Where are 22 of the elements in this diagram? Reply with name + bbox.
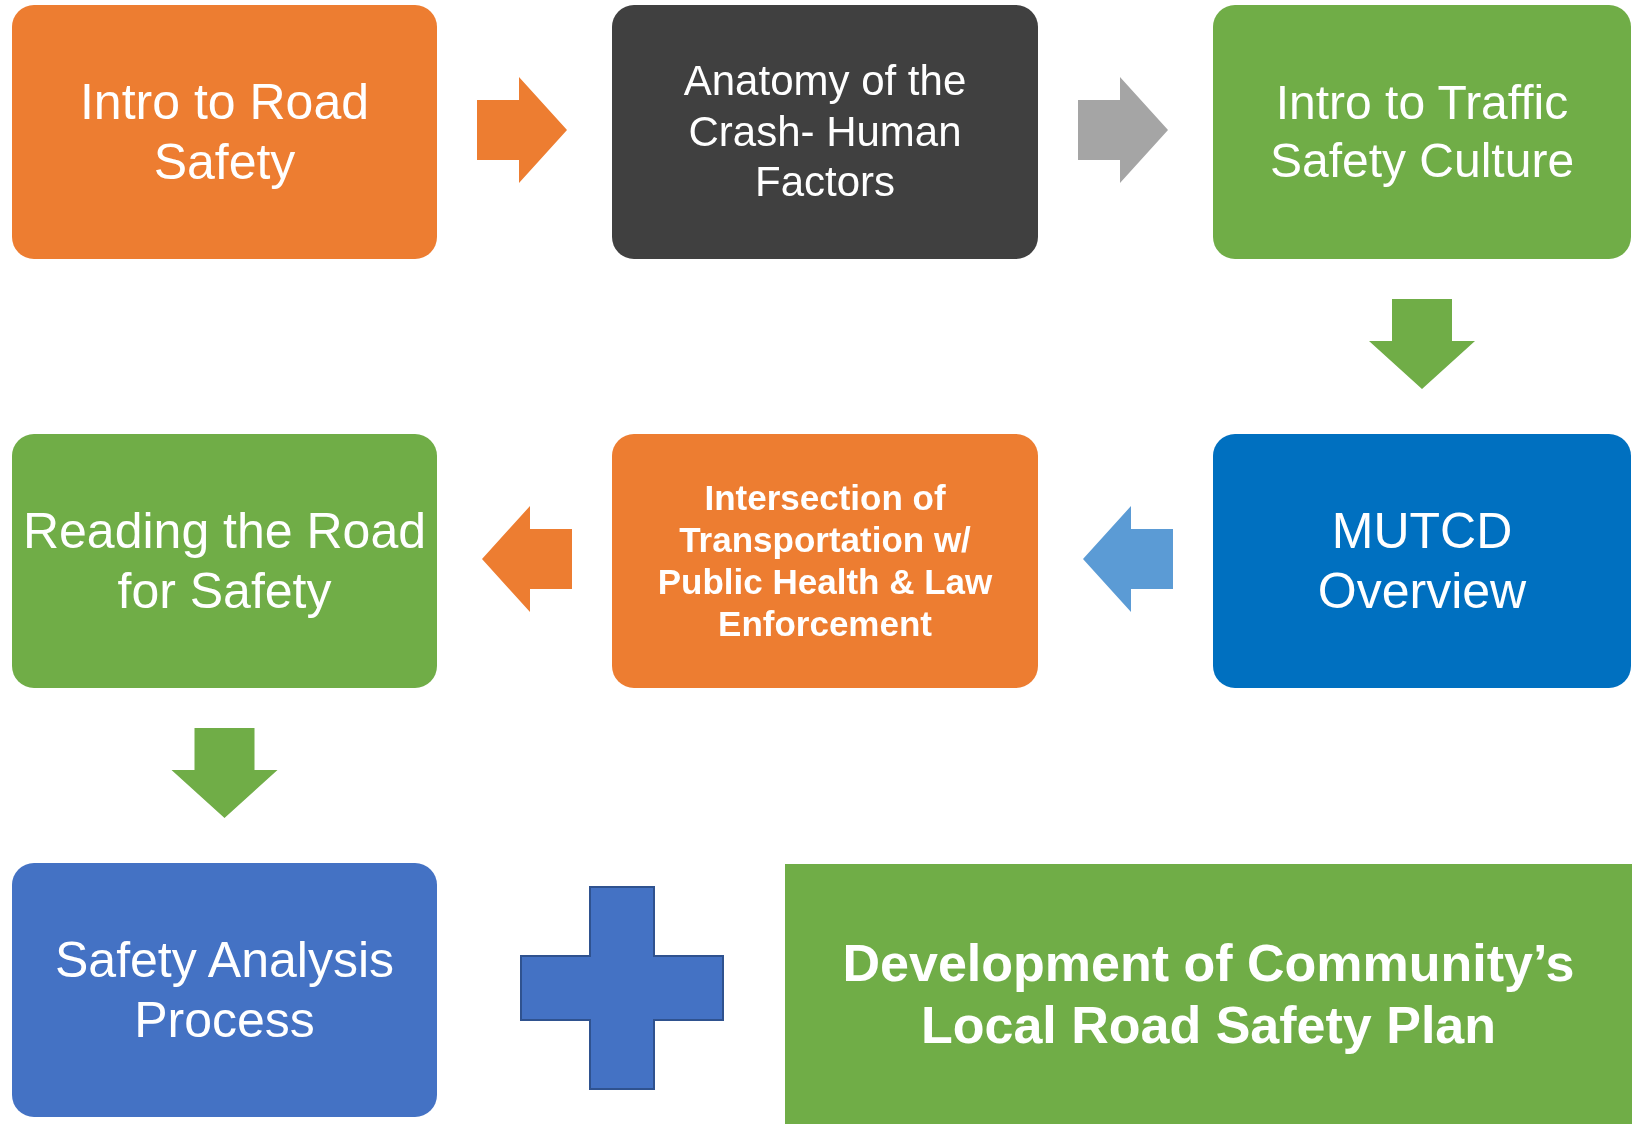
box-label: MUTCD Overview: [1316, 502, 1528, 621]
box-label: Intro to Traffic Safety Culture: [1268, 75, 1576, 189]
block-arrow: [477, 77, 567, 183]
box-label: Anatomy of the Crash- Human Factors: [682, 56, 968, 208]
block-arrow: [1083, 506, 1173, 612]
box-label: Reading the Road for Safety: [22, 502, 427, 621]
box-label: Intersection of Transportation w/ Public Health & Law Enforcement: [656, 477, 994, 645]
process-box: [785, 864, 1632, 1124]
box-label: Intro to Road Safety: [78, 73, 371, 192]
block-arrow: [1078, 77, 1168, 183]
process-box: [1213, 5, 1631, 259]
process-box: [1213, 434, 1631, 688]
process-box: [12, 5, 437, 259]
process-box: [12, 434, 437, 688]
block-arrow: [171, 728, 278, 818]
box-label: Development of Community’s Local Road Safety Plan: [841, 932, 1576, 1056]
process-box: [12, 863, 437, 1117]
block-arrow: [482, 506, 572, 612]
process-box: [612, 434, 1038, 688]
block-arrow: [1369, 299, 1475, 389]
box-label: Safety Analysis Process: [53, 931, 396, 1050]
process-box: [612, 5, 1038, 259]
